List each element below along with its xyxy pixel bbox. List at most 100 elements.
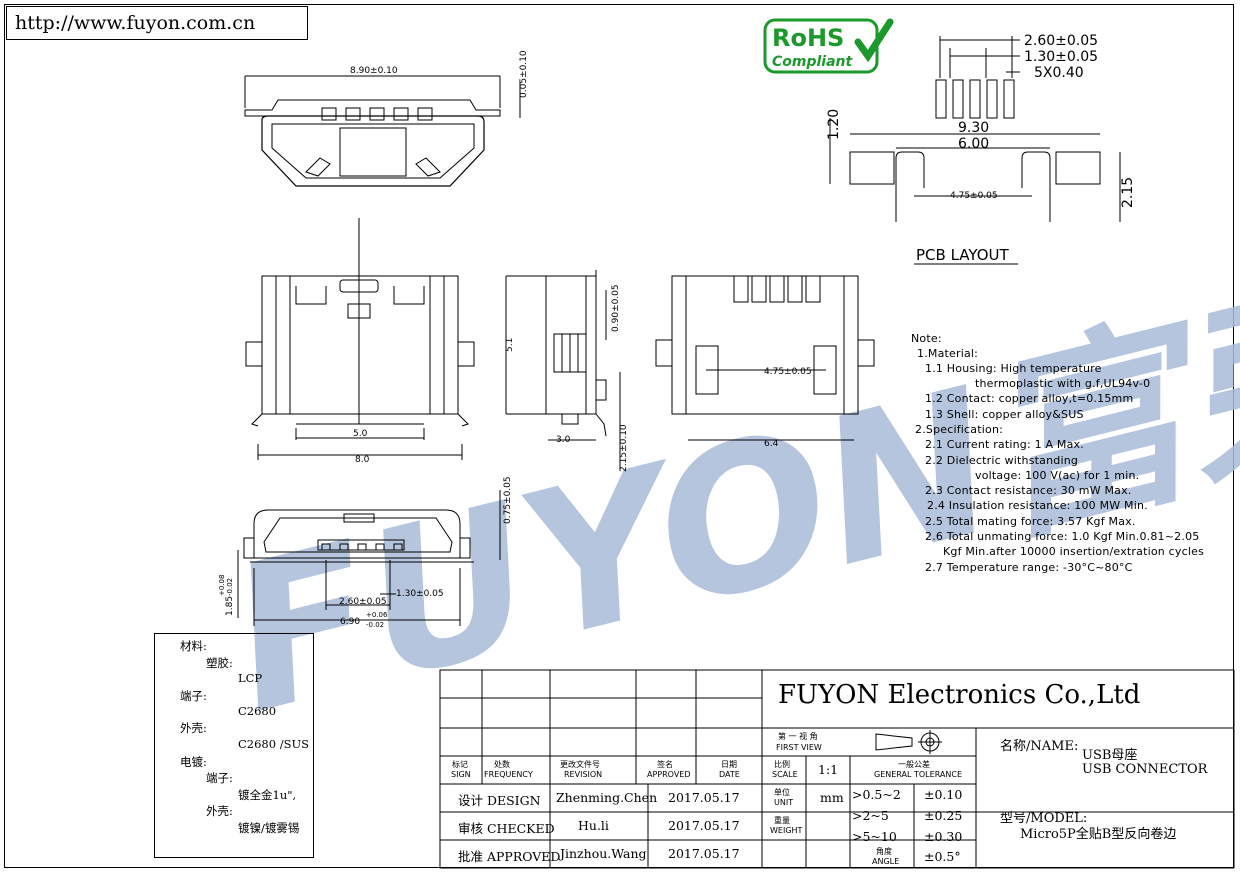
weight-en: WEIGHT: [770, 826, 803, 835]
scale-cn: 比例: [774, 760, 790, 769]
mating-dim-height: 1.85: [225, 596, 235, 616]
unit-cn: 单位: [774, 788, 790, 797]
side-dim-leg: 2.15±0.10: [619, 424, 629, 472]
bottom-dim-pitch: 4.75±0.05: [764, 367, 812, 377]
materials-box: [154, 633, 314, 858]
pcb-layout-label: PCB LAYOUT: [916, 246, 1010, 264]
header-date-cn: 日期: [721, 760, 737, 769]
pcb-dim-total: 9.30: [958, 120, 989, 136]
name-cn: USB母座: [1082, 748, 1138, 763]
compliant-text: Compliant: [772, 54, 854, 70]
header-freq-en: FREQUENCY: [484, 770, 533, 779]
note-line: 2.4 Insulation resistance: 100 MW Min.: [927, 499, 1148, 512]
front-dim-inner: 5.0: [353, 429, 368, 439]
tolerance-en: GENERAL TOLERANCE: [874, 770, 963, 779]
approved-role: 批准 APPROVED: [458, 849, 561, 864]
unit-en: UNIT: [774, 798, 794, 807]
materials-value: LCP: [238, 671, 263, 685]
header-approved-en: APPROVED: [647, 770, 691, 779]
materials-value: C2680 /SUS: [238, 737, 310, 751]
header-revision-en: REVISION: [564, 770, 603, 779]
note-line: 1.1 Housing: High temperature: [925, 362, 1102, 375]
header-freq-cn: 处数: [494, 760, 510, 769]
note-line: 2.7 Temperature range: -30°C~80°C: [925, 561, 1133, 574]
mating-dim-width: 6.90: [340, 617, 360, 627]
mating-view: 1.85 +0.08 -0.02 0.75±0.05 2.60±0.05 1.3…: [218, 476, 513, 629]
header-revision-cn: 更改文件号: [560, 760, 600, 769]
first-view-en: FIRST VIEW: [776, 743, 822, 752]
pcb-layout: 2.60±0.05 1.30±0.05 5X0.40 1.20 9.30 6.0…: [826, 33, 1136, 265]
checked-name: Hu.li: [578, 818, 609, 833]
materials-label: 端子:: [206, 771, 233, 785]
materials-value: 镀镍/镀雾锡: [238, 821, 300, 835]
side-view: 5.1 3.0 0.90±0.05 2.15±0.10: [505, 270, 629, 472]
approved-date: 2017.05.17: [668, 846, 740, 861]
top-dim-width: 8.90±0.10: [350, 66, 398, 76]
rohs-badge: RoHS Compliant: [763, 18, 894, 74]
note-line: 2.1 Current rating: 1 A Max.: [925, 438, 1084, 451]
rohs-text: RoHS: [772, 24, 844, 52]
header-date-en: DATE: [719, 770, 740, 779]
side-dim-height: 5.1: [505, 338, 515, 352]
name-label: 名称/NAME:: [1000, 739, 1079, 754]
mating-dim-pitch: 1.30±0.05: [396, 589, 444, 599]
materials-label: 端子:: [180, 689, 207, 703]
bottom-dim-width: 6.4: [764, 439, 779, 449]
tolerance-value: ±0.25: [924, 808, 963, 823]
note-line: 2.6 Total unmating force: 1.0 Kgf Min.0.…: [925, 530, 1200, 543]
materials-label: 外壳:: [206, 804, 233, 818]
pcb-dim-span: 2.60±0.05: [1024, 33, 1098, 49]
model-value: Micro5P全贴B型反向卷边: [1020, 827, 1177, 842]
scale-value: 1:1: [818, 762, 839, 777]
mating-dim-height-minus: -0.02: [226, 578, 234, 596]
notes-title: Note:: [911, 332, 942, 345]
angle-value: ±0.5°: [924, 849, 961, 864]
pcb-dim-depth: 2.15: [1120, 177, 1136, 208]
pcb-dim-height: 1.20: [826, 109, 842, 140]
note-line: 2.2 Dielectric withstanding: [925, 454, 1079, 467]
materials-label: 塑胶:: [206, 656, 233, 670]
mating-dim-height-plus: +0.08: [218, 575, 226, 596]
note-line: 2.Specification:: [915, 423, 1004, 436]
mating-dim-depth: 0.75±0.05: [503, 476, 513, 524]
first-view-cn: 第 一 视 角: [778, 732, 818, 741]
weight-cn: 重量: [774, 816, 790, 825]
note-line: 1.Material:: [917, 347, 979, 360]
mating-dim-span: 2.60±0.05: [339, 597, 387, 607]
note-line: 1.2 Contact: copper alloy,t=0.15mm: [925, 392, 1134, 405]
tolerance-value: ±0.30: [924, 829, 963, 844]
name-en: USB CONNECTOR: [1082, 762, 1208, 777]
website-url[interactable]: http://www.fuyon.com.cn: [6, 6, 308, 40]
tolerance-range: >5~10: [852, 829, 897, 844]
model-label: 型号/MODEL:: [1000, 811, 1088, 826]
pcb-dim-inner: 6.00: [958, 136, 989, 152]
mating-dim-width-plus: +0.06: [366, 611, 388, 619]
angle-cn: 角度: [876, 847, 892, 856]
projection-symbol-icon: [875, 730, 942, 754]
front-view: 5.0 8.0: [245, 218, 475, 465]
note-line: 1.3 Shell: copper alloy&SUS: [925, 408, 1084, 421]
top-dim-offset: 0.05±0.10: [519, 50, 529, 98]
materials-value: 镀全金1u",: [238, 788, 297, 802]
pcb-dim-pitch: 1.30±0.05: [1024, 49, 1098, 65]
tolerance-cn: 一般公差: [898, 760, 930, 769]
angle-en: ANGLE: [872, 857, 900, 866]
checked-role: 审核 CHECKED: [458, 821, 555, 836]
bottom-view: 4.75±0.05 6.4: [655, 275, 875, 449]
mating-dim-width-minus: -0.02: [366, 621, 384, 629]
materials-label: 材料:: [180, 639, 207, 653]
materials-label: 外壳:: [180, 721, 207, 735]
note-line: voltage: 100 V(ac) for 1 min.: [975, 469, 1140, 482]
header-sign-cn: 标记: [452, 760, 468, 769]
checkmark-icon: [854, 18, 894, 63]
design-role: 设计 DESIGN: [458, 793, 541, 808]
note-line: Kgf Min.after 10000 insertion/extration …: [943, 545, 1205, 558]
company-name: FUYON Electronics Co.,Ltd: [778, 680, 1141, 710]
materials-value: C2680: [238, 704, 277, 718]
front-dim-outer: 8.0: [355, 455, 370, 465]
side-dim-depth: 3.0: [556, 435, 571, 445]
checked-date: 2017.05.17: [668, 818, 740, 833]
pcb-dim-holes: 4.75±0.05: [950, 191, 998, 201]
design-name: Zhenming.Chen: [556, 790, 658, 805]
title-block-grid: [439, 669, 1235, 869]
